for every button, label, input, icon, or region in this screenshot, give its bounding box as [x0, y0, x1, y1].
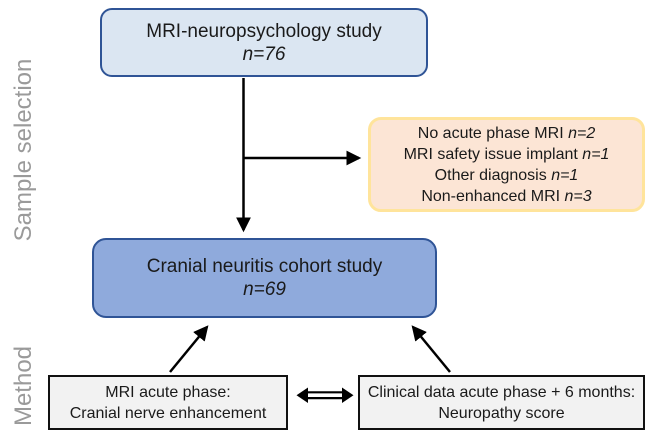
mri-method-line2: Cranial nerve enhancement: [69, 404, 267, 422]
mri-method-box: MRI acute phase: Cranial nerve enhanceme…: [48, 375, 288, 430]
exclusion-box: No acute phase MRI n=2 MRI safety issue …: [368, 117, 645, 212]
study-box-title: MRI-neuropsychology study: [146, 20, 382, 42]
cohort-box: Cranial neuritis cohort study n=69: [92, 238, 437, 318]
clinical-method-line1: Clinical data acute phase + 6 months:: [367, 383, 636, 401]
section-label-method: Method: [10, 345, 37, 427]
clinical-method-box: Clinical data acute phase + 6 months: Ne…: [358, 375, 645, 430]
arrow-clinical-to-cohort: [411, 325, 451, 373]
mri-method-line1: MRI acute phase:: [105, 383, 231, 401]
cohort-box-n: n=69: [243, 279, 286, 300]
section-label-sample-selection: Sample selection: [10, 58, 37, 242]
exclusion-item: Non-enhanced MRI n=3: [421, 187, 592, 205]
exclusion-item: MRI safety issue implant n=1: [403, 145, 610, 163]
exclusion-item: Other diagnosis n=1: [434, 166, 579, 184]
cohort-box-title: Cranial neuritis cohort study: [146, 256, 383, 277]
double-arrow-mri-clinical: [296, 387, 354, 403]
study-box: MRI-neuropsychology study n=76: [100, 8, 428, 77]
study-box-n: n=76: [242, 43, 286, 65]
arrow-mri-to-cohort: [169, 325, 209, 373]
exclusion-item: No acute phase MRI n=2: [417, 124, 596, 142]
clinical-method-line2: Neuropathy score: [438, 404, 565, 422]
